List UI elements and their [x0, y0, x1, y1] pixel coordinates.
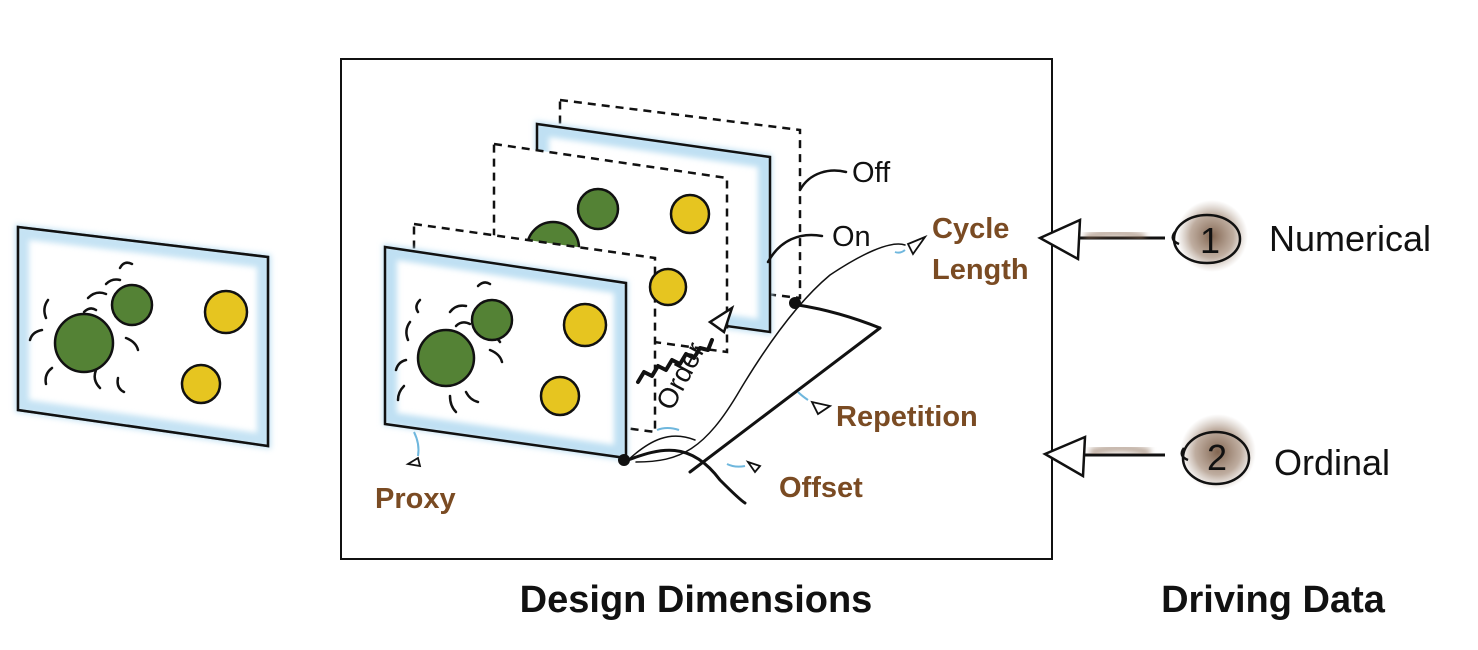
cycle-label-line2: Length	[932, 254, 1029, 286]
off-label: Off	[852, 157, 891, 189]
leader-lines	[766, 169, 848, 264]
cycle-label-line1: Cycle	[932, 213, 1009, 245]
motion-marks	[28, 261, 140, 394]
order-arrow	[636, 305, 735, 384]
offset-label: Offset	[779, 472, 863, 504]
numerical-number: 1	[1200, 220, 1220, 261]
frame-proxy	[383, 243, 628, 462]
yellow-circle	[180, 363, 222, 405]
numerical-input	[1037, 200, 1248, 272]
on-label: On	[832, 221, 871, 253]
pointer-marks	[405, 234, 928, 474]
pointer-tails	[413, 249, 906, 468]
driving-data-caption: Driving Data	[1161, 579, 1386, 621]
result-frame	[14, 224, 271, 450]
ordinal-label: Ordinal	[1274, 442, 1390, 483]
yellow-circle	[203, 289, 249, 335]
offset-repetition-plane	[626, 243, 906, 505]
green-circle-small	[110, 283, 154, 327]
ordinal-input	[1042, 414, 1256, 490]
anchor-dot	[789, 297, 801, 309]
design-dimensions-caption: Design Dimensions	[520, 579, 873, 621]
repetition-label: Repetition	[836, 401, 978, 433]
ordinal-number: 2	[1207, 437, 1227, 478]
proxy-label: Proxy	[375, 483, 456, 515]
numerical-label: Numerical	[1269, 218, 1431, 259]
green-circle-large	[53, 312, 115, 374]
anchor-dot	[618, 454, 630, 466]
